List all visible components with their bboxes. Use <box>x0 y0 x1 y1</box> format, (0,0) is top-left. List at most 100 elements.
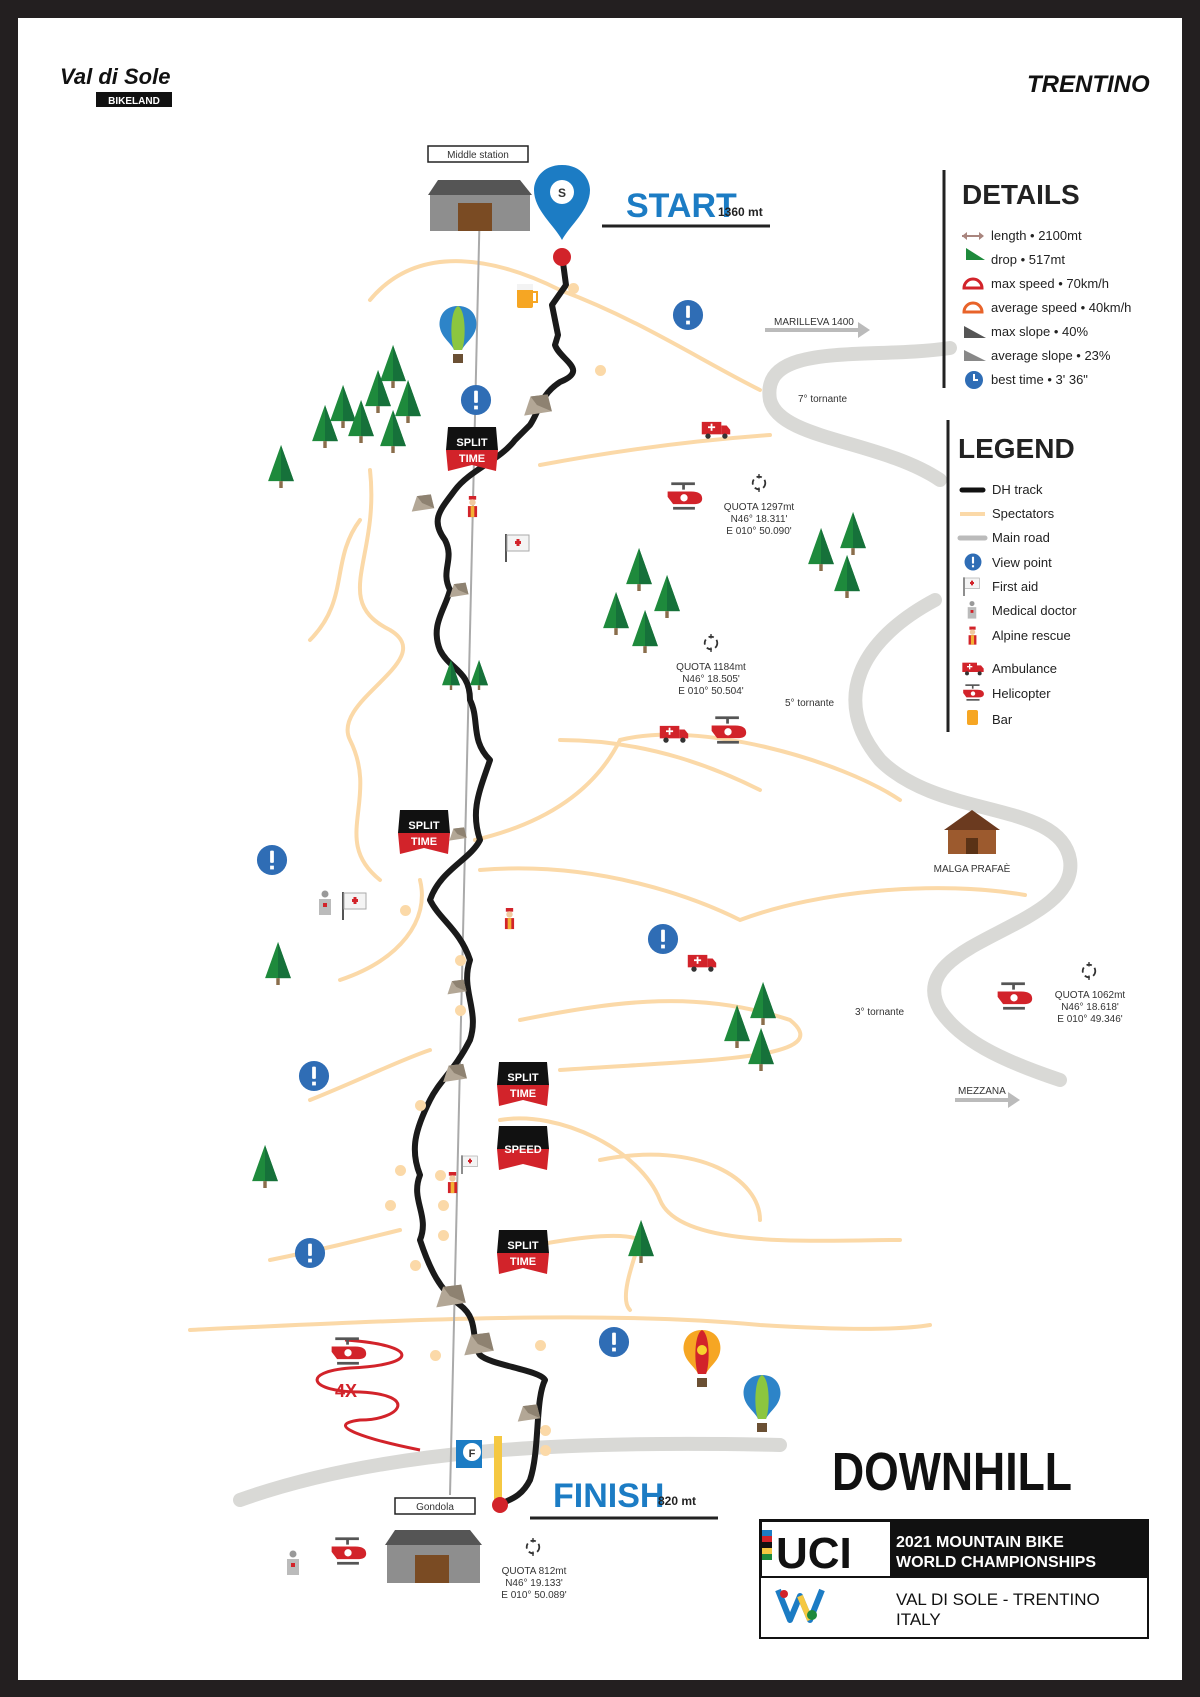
quota-marker: QUOTA 1062mt N46° 18.618' E 010° 49.346' <box>1055 962 1126 1025</box>
split-time-badge: SPLIT TIME <box>446 427 498 471</box>
middle-station: Middle station <box>427 145 532 231</box>
svg-text:max speed • 70km/h: max speed • 70km/h <box>991 276 1109 291</box>
svg-text:length • 2100mt: length • 2100mt <box>991 228 1082 243</box>
view-point-icon <box>294 1237 326 1269</box>
svg-text:Middle station: Middle station <box>447 150 509 161</box>
split-time-badge: SPLIT TIME <box>398 810 450 854</box>
svg-text:Ambulance: Ambulance <box>992 661 1057 676</box>
legend-title: LEGEND <box>958 433 1075 464</box>
speed-trap-badge: SPEED <box>497 1126 549 1170</box>
svg-text:QUOTA 1297mt: QUOTA 1297mt <box>724 502 795 513</box>
view-point-icon <box>598 1326 630 1358</box>
svg-text:N46° 19.133': N46° 19.133' <box>505 1578 563 1589</box>
svg-text:TIME: TIME <box>510 1088 536 1100</box>
gondola-cable <box>449 199 481 1496</box>
alpine-rescue-icon <box>467 496 478 518</box>
services <box>287 284 1033 1575</box>
gondola-station: Gondola <box>385 1497 482 1583</box>
malga-prafae-hut: MALGA PRAFAÈ <box>934 810 1011 875</box>
bar-icon <box>967 710 978 725</box>
svg-text:TIME: TIME <box>411 836 437 848</box>
uci-line4: ITALY <box>896 1610 941 1629</box>
main-road-lower <box>848 593 1078 1087</box>
val-di-sole-championship-logo <box>775 1588 825 1623</box>
finish-pin[interactable]: F <box>456 1436 508 1513</box>
svg-text:Main road: Main road <box>992 530 1050 545</box>
svg-text:N46° 18.311': N46° 18.311' <box>731 514 788 525</box>
svg-text:E 010° 50.089': E 010° 50.089' <box>501 1590 566 1601</box>
svg-text:drop • 517mt: drop • 517mt <box>991 252 1065 267</box>
slope-max-icon <box>964 326 986 338</box>
svg-text:SPLIT: SPLIT <box>507 1072 538 1084</box>
fourx-track <box>315 1338 421 1452</box>
event-title: DOWNHILL <box>832 1442 1072 1502</box>
svg-text:max slope • 40%: max slope • 40% <box>991 324 1088 339</box>
label-5-tornante: 5° tornante <box>785 698 834 709</box>
start-pin[interactable]: S <box>534 165 590 266</box>
view-point-icon <box>256 844 288 876</box>
svg-text:TIME: TIME <box>510 1256 536 1268</box>
svg-text:SPEED: SPEED <box>504 1144 541 1156</box>
svg-text:First aid: First aid <box>992 579 1038 594</box>
trentino-logo: TRENTINO <box>1027 71 1150 98</box>
svg-text:N46° 18.618': N46° 18.618' <box>1061 1002 1119 1013</box>
svg-text:N46° 18.505': N46° 18.505' <box>682 674 740 685</box>
view-point-icon <box>298 1060 330 1092</box>
svg-text:E 010° 50.504': E 010° 50.504' <box>678 686 743 697</box>
map-background <box>18 18 1182 1680</box>
view-point-icon <box>964 553 982 571</box>
fourx-label: 4X <box>335 1381 357 1401</box>
rainbow-stripes-icon <box>762 1530 772 1560</box>
split-time-badge: SPLIT TIME <box>497 1062 549 1106</box>
svg-text:F: F <box>469 1448 476 1460</box>
quota-marker: QUOTA 1297mt N46° 18.311' E 010° 50.090' <box>724 474 795 537</box>
svg-text:Medical doctor: Medical doctor <box>992 603 1077 618</box>
val-di-sole-logo: Val di Sole BIKELAND <box>60 64 172 107</box>
svg-text:TIME: TIME <box>459 453 485 465</box>
svg-text:E 010° 50.090': E 010° 50.090' <box>726 526 791 537</box>
svg-text:MARILLEVA 1400: MARILLEVA 1400 <box>774 317 854 328</box>
view-point-icon <box>672 299 704 331</box>
road-sign-marilleva: MARILLEVA 1400 <box>765 317 870 338</box>
alpine-rescue-icon <box>968 626 977 645</box>
bar-icon <box>517 284 538 308</box>
svg-text:Gondola: Gondola <box>416 1502 454 1513</box>
details-panel: DETAILS length • 2100mt drop • 517mt max… <box>942 170 1131 389</box>
road-sign-mezzana: MEZZANA <box>955 1086 1020 1108</box>
uci-line2: WORLD CHAMPIONSHIPS <box>896 1554 1096 1571</box>
svg-text:DH track: DH track <box>992 482 1043 497</box>
details-title: DETAILS <box>962 179 1080 210</box>
spectator-areas <box>188 259 1027 1332</box>
finish-altitude: 820 mt <box>658 1494 696 1508</box>
drop-icon <box>966 248 985 260</box>
svg-text:Helicopter: Helicopter <box>992 686 1051 701</box>
svg-text:Bar: Bar <box>992 712 1013 727</box>
svg-text:S: S <box>558 186 566 200</box>
label-3-tornante: 3° tornante <box>855 1007 904 1018</box>
legend-panel: LEGEND DH track Spectators Main road Vie… <box>946 420 1077 732</box>
quota-marker: QUOTA 812mt N46° 19.133' E 010° 50.089' <box>501 1538 567 1601</box>
svg-text:average speed • 40km/h: average speed • 40km/h <box>991 300 1131 315</box>
svg-text:SPLIT: SPLIT <box>507 1240 538 1252</box>
svg-text:QUOTA 1184mt: QUOTA 1184mt <box>676 662 746 673</box>
clock-icon <box>965 371 983 389</box>
svg-text:View point: View point <box>992 555 1052 570</box>
label-7-tornante: 7° tornante <box>798 394 847 405</box>
svg-text:best time • 3' 36": best time • 3' 36" <box>991 372 1088 387</box>
svg-text:MALGA PRAFAÈ: MALGA PRAFAÈ <box>934 862 1011 875</box>
uci-line3: VAL DI SOLE - TRENTINO <box>896 1590 1100 1609</box>
speedometer-max-icon <box>962 277 984 290</box>
logo-text: Val di Sole <box>60 64 170 89</box>
svg-text:MEZZANA: MEZZANA <box>958 1086 1006 1097</box>
alpine-rescue-icon <box>504 908 515 930</box>
uci-championship-box: UCI 2021 MOUNTAIN BIKE WORLD CHAMPIONSHI… <box>759 1519 1149 1639</box>
svg-text:QUOTA 1062mt: QUOTA 1062mt <box>1055 990 1126 1001</box>
quota-marker: QUOTA 1184mt N46° 18.505' E 010° 50.504' <box>676 634 746 697</box>
slope-average-icon <box>964 350 986 361</box>
alpine-rescue-icon <box>447 1172 458 1194</box>
speedometer-average-icon <box>962 301 984 314</box>
svg-text:SPLIT: SPLIT <box>408 820 439 832</box>
svg-text:average slope • 23%: average slope • 23% <box>991 348 1111 363</box>
split-time-badge: SPLIT TIME <box>497 1230 549 1274</box>
svg-text:Spectators: Spectators <box>992 506 1055 521</box>
